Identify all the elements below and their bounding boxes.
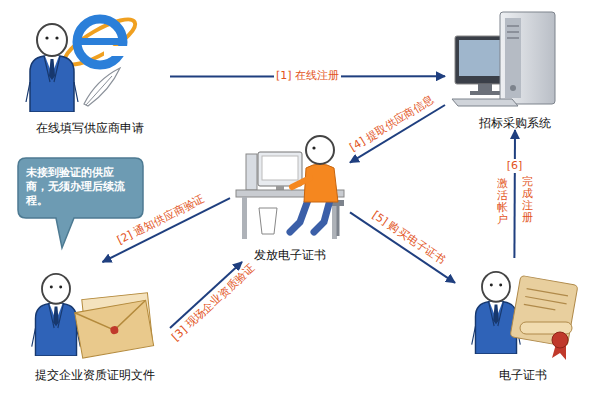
applicant-figure: 在线填写供应商申请 xyxy=(10,5,170,135)
figure-caption: 招标采购系统 xyxy=(479,116,551,130)
flow-arrow xyxy=(513,130,516,258)
applicant-illustration xyxy=(26,12,141,112)
step-label: [6] xyxy=(505,159,525,173)
vertical-step-text: 完成注册 xyxy=(522,176,533,224)
flow-arrow xyxy=(350,212,455,282)
issuer-illustration xyxy=(236,136,344,239)
callout-text: 未接到验证的供应商，无须办理后续流程。 xyxy=(26,166,135,208)
step-label: [4] 提取供应商信息 xyxy=(345,92,438,156)
system-illustration xyxy=(452,12,555,106)
submit-figure: 提交企业资质证明文件 xyxy=(20,262,170,382)
step-label: [1] 在线注册 xyxy=(274,69,341,83)
callout-bubble: 未接到验证的供应商，无须办理后续流程。 xyxy=(18,158,143,218)
system-figure: 招标采购系统 xyxy=(445,5,585,130)
figure-caption: 提交企业资质证明文件 xyxy=(35,368,155,382)
figure-caption: 发放电子证书 xyxy=(254,248,326,262)
certificate-illustration xyxy=(472,272,578,360)
submit-illustration xyxy=(32,274,154,358)
step-label: [3] 现场企业资质验证 xyxy=(168,260,259,345)
step-label: [5] 购买电子证书 xyxy=(368,208,450,269)
figure-caption: 电子证书 xyxy=(499,368,547,382)
issuer-figure: 发放电子证书 xyxy=(230,120,350,262)
vertical-step-text: 激活帐户 xyxy=(497,178,508,226)
certificate-figure: 电子证书 xyxy=(455,258,590,382)
figure-caption: 在线填写供应商申请 xyxy=(36,121,144,135)
